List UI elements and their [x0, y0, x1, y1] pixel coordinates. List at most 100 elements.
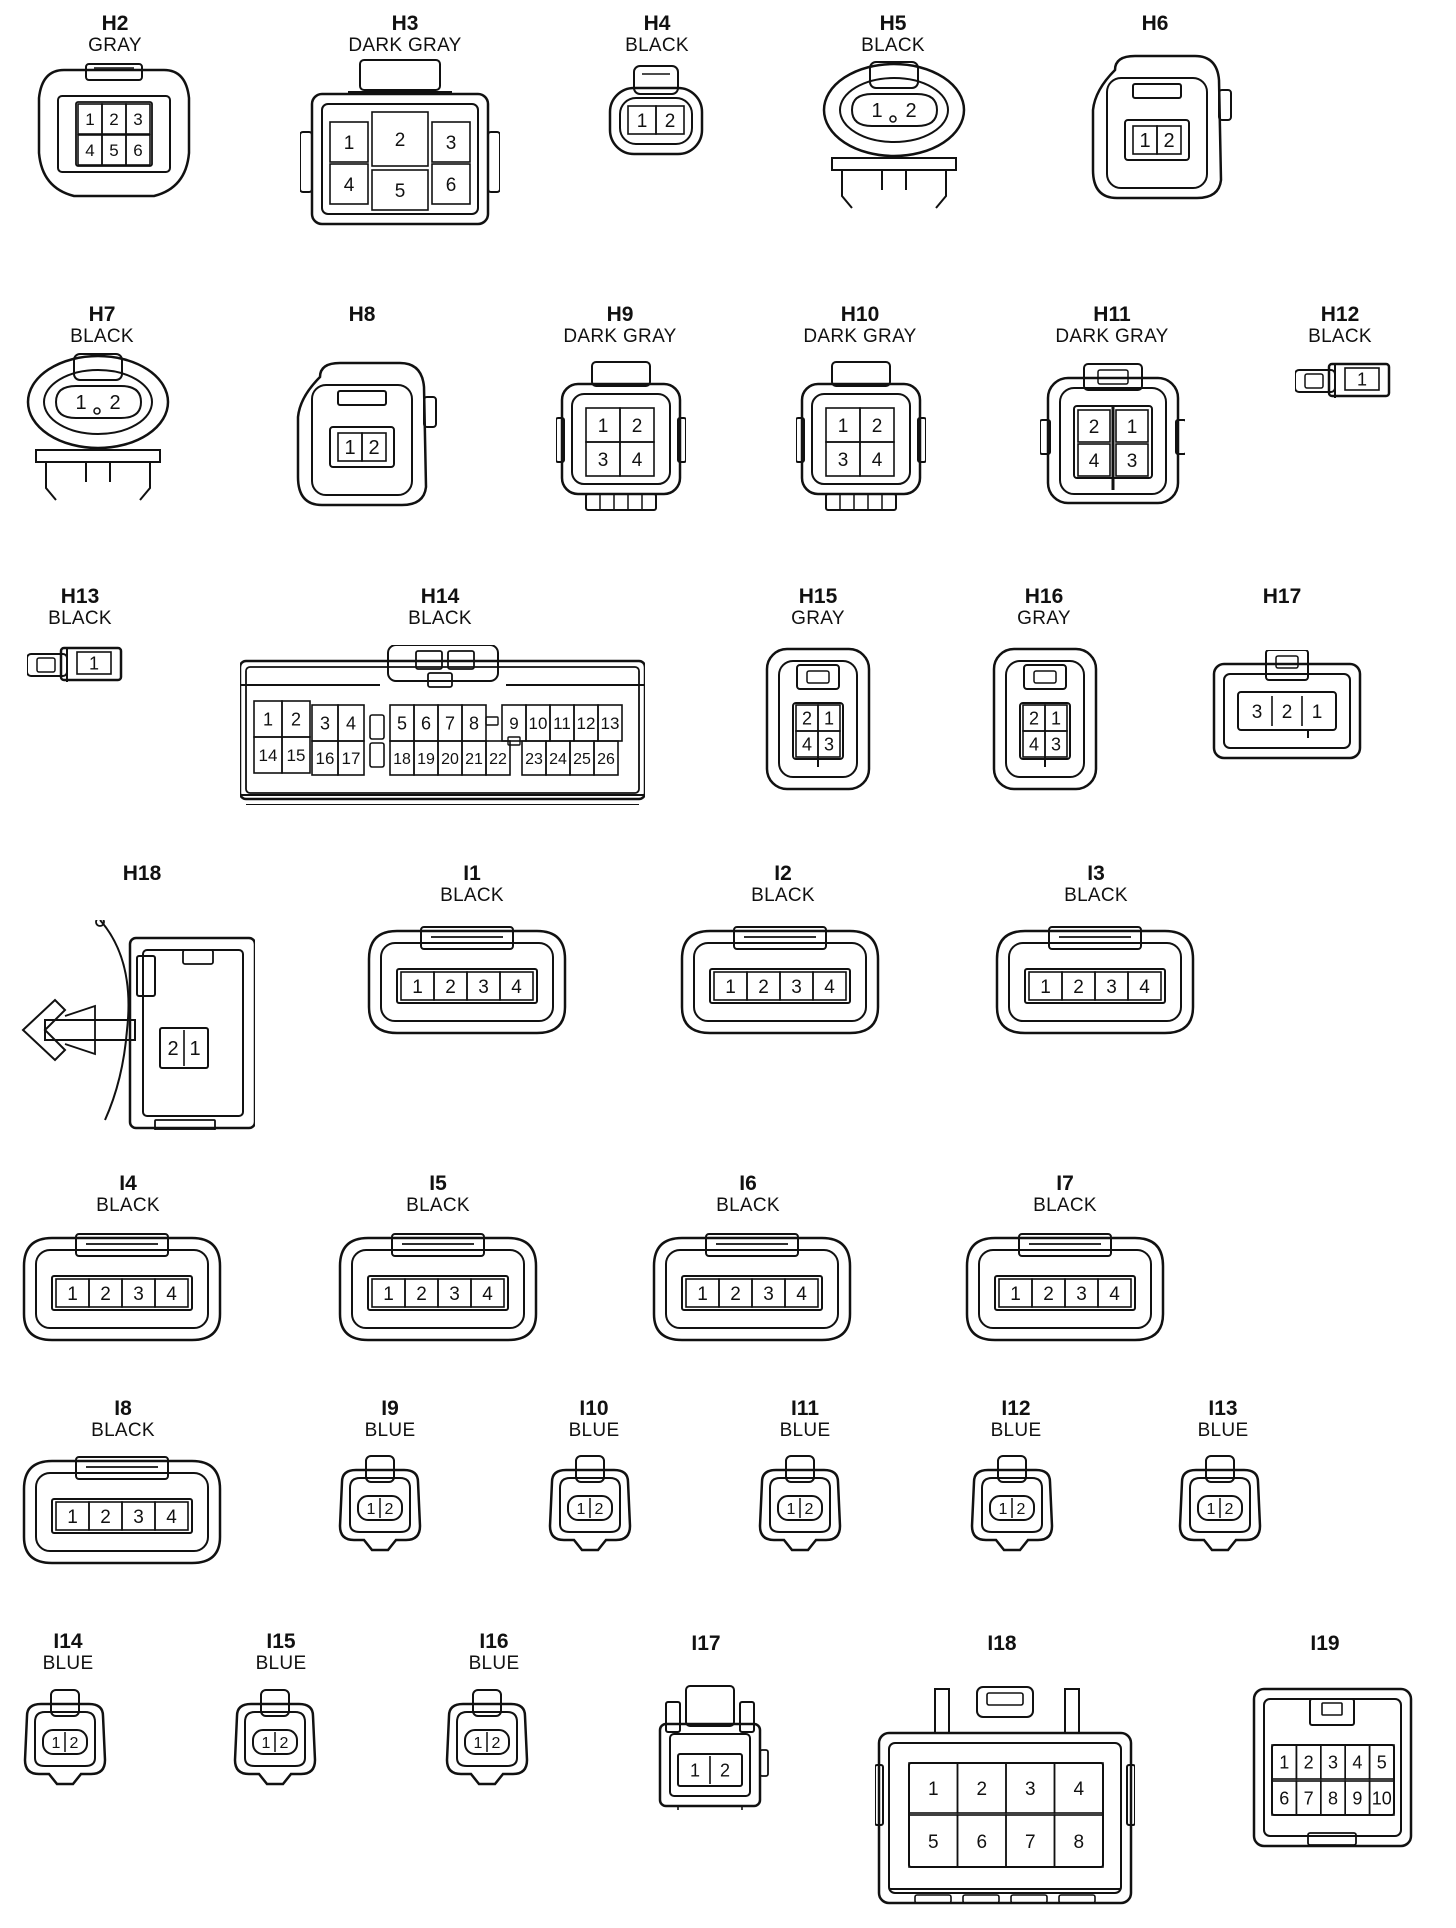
pin-label: 5: [1377, 1752, 1387, 1772]
pin-label: 1: [999, 1501, 1008, 1518]
connector-i18-label: I18: [987, 1632, 1016, 1655]
pin-label: 4: [166, 1507, 177, 1528]
connector-color: DARK GRAY: [1055, 326, 1169, 347]
pin-label: 9: [509, 714, 518, 733]
connector-id: H12: [1320, 303, 1360, 326]
connector-color: BLACK: [408, 608, 472, 629]
pin-label: 2: [100, 1507, 111, 1528]
connector-id: H13: [60, 585, 100, 608]
pin-label: 6: [1279, 1788, 1289, 1808]
pin-label: 4: [1109, 1284, 1120, 1305]
connector-id: H2: [101, 12, 129, 35]
pin-label: 10: [1372, 1788, 1392, 1808]
pin-label: 1: [598, 416, 609, 437]
pin-label: 1: [344, 437, 355, 459]
pin-label: 4: [85, 141, 94, 160]
connector-color: DARK GRAY: [803, 326, 917, 347]
connector-h12-drawing: 1: [1295, 362, 1391, 398]
pin-label: 3: [133, 110, 142, 129]
connector-id: I6: [739, 1172, 757, 1195]
pin-label: 1: [1040, 977, 1051, 998]
pin-label: 1: [75, 392, 86, 414]
pin-label: 2: [291, 709, 301, 729]
pin-label: 9: [1352, 1788, 1362, 1808]
pin-label: 3: [478, 977, 489, 998]
pin-label: 3: [1051, 734, 1061, 754]
pin-label: 1: [637, 111, 648, 132]
connector-id: I2: [774, 862, 792, 885]
pin-label: 1: [838, 416, 849, 437]
connector-i19-label: I19: [1310, 1632, 1339, 1655]
pin-label: 2: [1225, 1501, 1234, 1518]
connector-color: BLACK: [70, 326, 134, 347]
pin-label: 2: [1017, 1501, 1026, 1518]
pin-label: 1: [1279, 1752, 1289, 1772]
pin-label: 4: [632, 450, 643, 471]
connector-color: BLACK: [1064, 885, 1128, 906]
connector-id: I8: [114, 1397, 132, 1420]
pin-label: 3: [838, 450, 849, 471]
pin-label: 2: [805, 1501, 814, 1518]
connector-id: I1: [463, 862, 481, 885]
pin-label: 1: [262, 1735, 271, 1752]
pin-label: 4: [824, 977, 835, 998]
pin-label: 2: [109, 110, 118, 129]
pin-label: 1: [1207, 1501, 1216, 1518]
pin-label: 7: [1025, 1832, 1036, 1853]
pin-label: 3: [824, 734, 834, 754]
pin-label: 4: [1073, 1779, 1084, 1800]
connector-id: I17: [691, 1632, 721, 1655]
pin-label: 4: [872, 450, 883, 471]
pin-label: 6: [446, 175, 457, 196]
connector-id: I18: [987, 1632, 1017, 1655]
pin-label: 1: [85, 110, 94, 129]
pin-label: 1: [1357, 369, 1367, 389]
pin-label: 22: [489, 751, 507, 768]
connector-id: I14: [53, 1630, 83, 1653]
pin-label: 4: [796, 1284, 807, 1305]
pin-label: 3: [1252, 702, 1263, 723]
pin-label: 1: [189, 1038, 200, 1060]
connector-color: BLUE: [1197, 1420, 1249, 1441]
connector-id: H14: [420, 585, 460, 608]
pin-label: 3: [133, 1284, 144, 1305]
pin-label: 2: [167, 1038, 178, 1060]
connector-id: H10: [840, 303, 880, 326]
pin-label: 3: [1328, 1752, 1338, 1772]
pin-label: 13: [601, 714, 620, 733]
pin-label: 3: [1106, 977, 1117, 998]
pin-label: 4: [346, 713, 356, 733]
pin-label: 1: [367, 1501, 376, 1518]
pin-label: 2: [665, 111, 676, 132]
connector-color: DARK GRAY: [563, 326, 677, 347]
pin-label: 4: [482, 1284, 493, 1305]
connector-color: GRAY: [1017, 608, 1071, 629]
pin-label: 2: [368, 437, 379, 459]
pin-label: 3: [1076, 1284, 1087, 1305]
connector-h17-label: H17: [1263, 585, 1302, 608]
pin-label: 14: [259, 746, 278, 765]
